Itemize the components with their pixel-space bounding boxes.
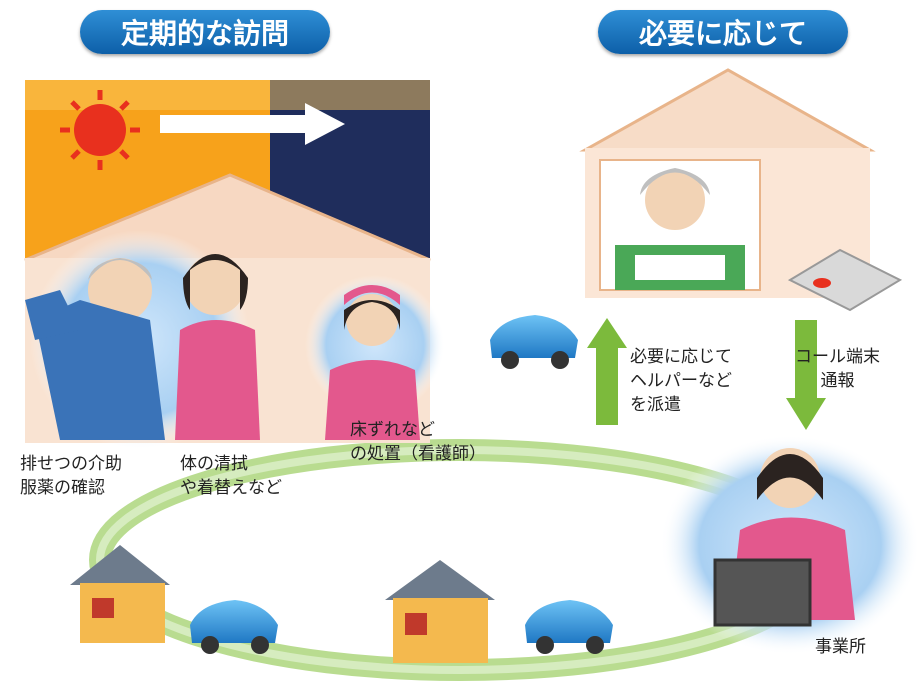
day-to-night-arrow (160, 103, 345, 145)
elderly-man-figure (25, 258, 165, 440)
car-icon (525, 600, 613, 654)
daily-visit-scene (24, 80, 445, 450)
dispatch-label: 必要に応じて ヘルパーなど を派遣 (630, 347, 732, 415)
call-arrow-down (786, 320, 826, 430)
car-icon (490, 315, 578, 369)
car-icon (190, 600, 278, 654)
excretion-care-label: 排せつの介助 服薬の確認 (20, 454, 122, 498)
caregiver-figure (175, 254, 260, 440)
as-needed-header: 必要に応じて (598, 10, 848, 54)
office-operator-scene (660, 435, 917, 655)
house-icon (385, 560, 495, 663)
nurse-figure (325, 285, 420, 440)
bathing-label: 体の清拭 や着替えなど (180, 454, 282, 498)
home-call-scene (579, 68, 903, 312)
dispatch-arrow-up (587, 318, 627, 425)
house-icon (70, 545, 170, 643)
call-terminal-icon (787, 248, 903, 312)
bedsore-treatment-label: 床ずれなど の処置（看護師） (350, 420, 486, 464)
office-label: 事業所 (815, 637, 866, 657)
call-report-label: コール端末 通報 (795, 347, 880, 391)
regular-visit-header: 定期的な訪問 (80, 10, 330, 54)
sun-icon (60, 90, 140, 170)
